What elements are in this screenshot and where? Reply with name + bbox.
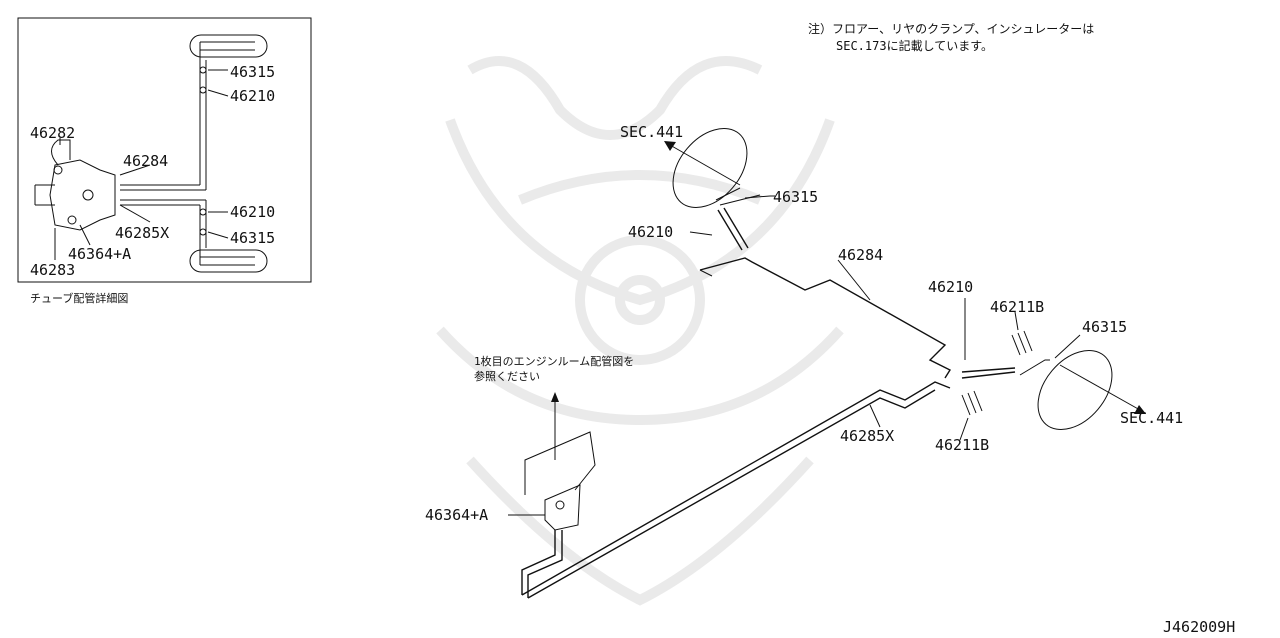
watermark-emblem	[436, 56, 844, 606]
label-46210-left: 46210	[628, 223, 673, 241]
inset-label-46210-bot: 46210	[230, 203, 275, 221]
inset-label-46315-top: 46315	[230, 63, 275, 81]
label-46315-right: 46315	[1082, 318, 1127, 336]
tube-46285x	[521, 381, 951, 596]
inset-tube-46284	[199, 60, 207, 190]
main-diagram: SEC.441 46315 46210 46284 46210 46211B 4…	[425, 123, 1183, 599]
inset-tube-46285x	[199, 200, 207, 248]
label-46315-left: 46315	[773, 188, 818, 206]
inset-label-46364a: 46364+A	[68, 245, 131, 263]
ref-note-line-2: 参照ください	[474, 369, 540, 383]
clip-46211b-top	[1011, 330, 1033, 356]
inset-caption: チューブ配管詳細図	[30, 291, 128, 305]
inset-detail: 46315 46210 46282 46284 46210 46285X 463…	[17, 17, 312, 283]
label-46364a: 46364+A	[425, 506, 488, 524]
inset-label-46285x: 46285X	[115, 224, 169, 242]
tube-46284	[699, 257, 952, 379]
left-brake-hose	[717, 209, 743, 251]
inset-label-46284: 46284	[123, 152, 168, 170]
label-46285x: 46285X	[840, 427, 894, 445]
label-sec441-right: SEC.441	[1120, 409, 1183, 427]
clip-46211b-bottom	[961, 390, 983, 416]
inset-bottom-caliper	[189, 249, 268, 273]
label-46211b-top: 46211B	[990, 298, 1044, 316]
label-sec441-left: SEC.441	[620, 123, 683, 141]
right-brake-hose	[961, 371, 1016, 379]
inset-label-46282: 46282	[30, 124, 75, 142]
inset-label-46315-bot: 46315	[230, 229, 275, 247]
inset-label-46283: 46283	[30, 261, 75, 279]
inset-top-caliper	[189, 34, 268, 58]
figure-id: J462009H	[1163, 618, 1235, 636]
right-wheel-outline	[1037, 350, 1113, 430]
label-46210-right: 46210	[928, 278, 973, 296]
ref-note-line-1: 1枚目のエンジンルーム配管図を	[474, 354, 634, 368]
label-46211b-bot: 46211B	[935, 436, 989, 454]
note-line-1: 注）フロアー、リヤのクランプ、インシュレーターは	[808, 21, 1094, 36]
label-46284: 46284	[838, 246, 883, 264]
note-line-2: SEC.173に記載しています。	[836, 38, 993, 53]
inset-frame	[17, 17, 312, 283]
left-wheel-outline	[672, 128, 748, 208]
ref-box	[524, 431, 596, 495]
junction-block-46364a	[544, 484, 581, 531]
inset-label-46210-top: 46210	[230, 87, 275, 105]
inset-junction-block	[49, 159, 116, 231]
